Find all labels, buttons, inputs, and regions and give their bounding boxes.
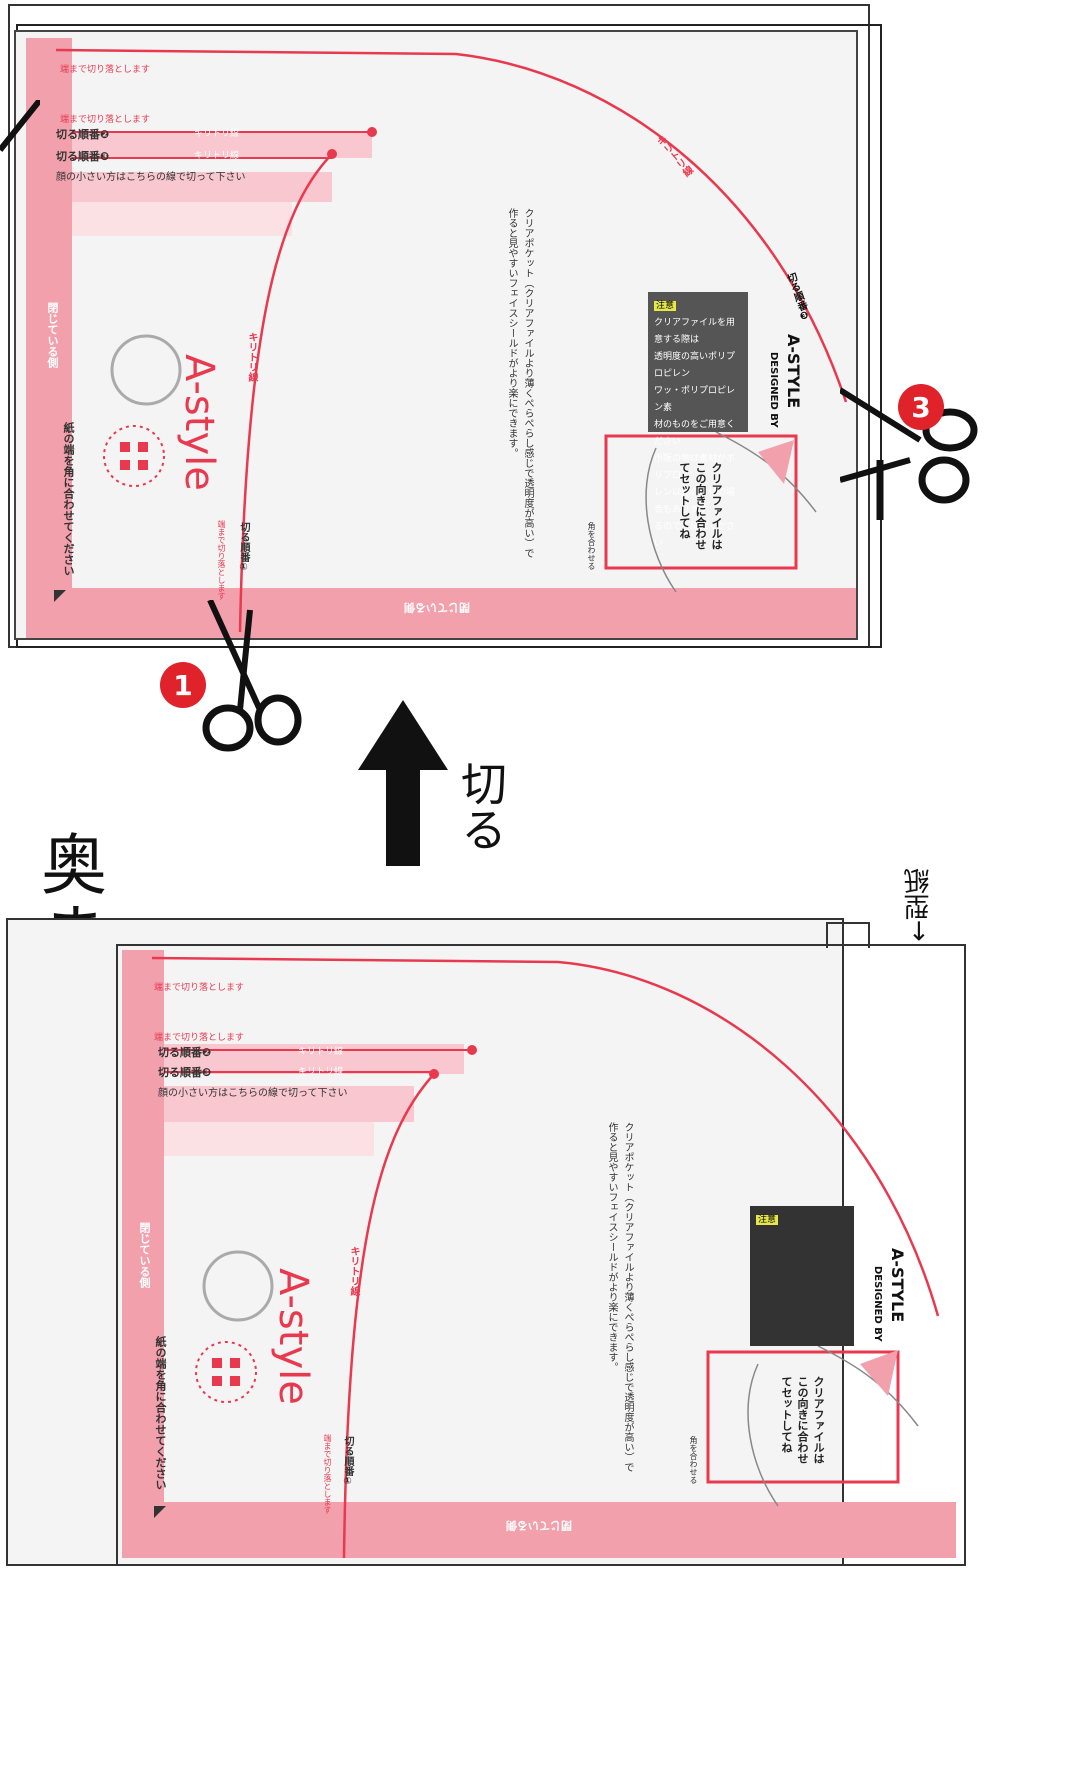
designed-by: DESIGNED BY: [872, 1266, 883, 1342]
scissors-icon: [840, 387, 978, 520]
cut-order-3-label: 切る順番❸: [158, 1066, 212, 1079]
closed-side-label: 閉じている側: [138, 1222, 151, 1288]
caution-text-line: レン以外の素材の場合もあります: [654, 488, 736, 515]
caution-text-line: 市販の物は素材がポリプロピ: [654, 454, 736, 481]
caution-box: 注意 クリアファイルを用意する際は透明度の高いポリプロピレンワッ・ポリプロピレン…: [648, 292, 748, 549]
cut-order-1-label: 切る順番①: [342, 1436, 353, 1487]
scissors-icon: [0, 100, 40, 152]
nose-band-1: [72, 132, 372, 158]
kiritori-label-a: キリトリ線: [298, 1047, 344, 1057]
designed-by: DESIGNED BY: [768, 352, 779, 428]
cut-edge-note: 端まで切り落とします: [60, 65, 151, 75]
caution-text-line: ワッ・ポリプロピレン素: [654, 386, 736, 413]
caution-text-line: るのでご確認ください: [654, 522, 736, 549]
kiritori-label-b: キリトリ線: [298, 1067, 344, 1077]
cut-order-3-label: 切る順番❸: [56, 150, 110, 163]
caution-label: 注意: [654, 301, 677, 311]
brand-logo: A-style: [176, 354, 222, 491]
caution-text-line: 透明度の高いポリプロピレン: [654, 352, 736, 379]
cut-label: 切る: [454, 760, 508, 852]
cut-edge-note: 端まで切り落とします: [154, 983, 245, 993]
nose-band-2: [72, 172, 332, 202]
step-badge-1: 1: [160, 662, 206, 708]
align-corner-short: 角を合わせる: [689, 1436, 698, 1484]
kiritori-label-a: キリトリ線: [194, 129, 240, 139]
step-badge-3: 3: [898, 384, 944, 430]
closed-side-band: [26, 38, 72, 638]
bottom-band: [122, 1502, 956, 1558]
description-line2: 作ると見やすいフェイスシールドがより楽にできます。: [606, 1122, 617, 1372]
template-label: ←型紙: [904, 868, 934, 942]
cut-curves: [151, 956, 940, 1559]
top-template: 端まで切り落とします 端まで切り落とします 切る順番❷ 切る順番❸ キリトリ線 …: [14, 30, 858, 640]
closed-side-band: [122, 950, 164, 1556]
back-sheet: [826, 922, 870, 948]
cut-edge-note-2: 端まで切り落とします: [60, 115, 151, 125]
kiritori-vertical: キリトリ線: [348, 1246, 359, 1296]
caution-box: 注意: [750, 1206, 854, 1346]
closed-side-label: 閉じている側: [46, 302, 59, 368]
cut-edge-vertical: 端まで切り落とします: [323, 1434, 332, 1514]
cut-curves: [54, 48, 848, 633]
bottom-band: [26, 588, 856, 638]
nose-band-2: [164, 1086, 414, 1122]
align-corner-label: 紙の端を角に合わせてください: [62, 422, 75, 576]
description-line1: クリアポケット（クリアファイルより薄くぺらぺらし感じで透明度が高い）で: [622, 1122, 633, 1472]
cut-order-1-label: 切る順番①: [238, 522, 249, 573]
cut-order-2-label: 切る順番❷: [56, 128, 110, 141]
closed-side-bottom-label: 閉じている側: [404, 601, 470, 614]
set-direction-note: クリアファイルは この向きに合わせ てセットしてね: [780, 1376, 825, 1464]
description-line1: クリアポケット（クリアファイルより薄くぺらぺらし感じで透明度が高い）で: [522, 208, 533, 558]
description-line2: 作ると見やすいフェイスシールドがより楽にできます。: [506, 208, 517, 458]
small-face-note: 顔の小さい方はこちらの線で切って下さい: [56, 172, 246, 183]
closed-side-bottom-label: 閉じている側: [506, 1519, 572, 1532]
cut-order-2-label: 切る順番❷: [158, 1046, 212, 1059]
template-sheet: [116, 944, 966, 1566]
designer-name: A-STYLE: [784, 334, 803, 409]
align-corner-label: 紙の端を角に合わせてください: [154, 1336, 167, 1490]
align-corner-short: 角を合わせる: [587, 522, 596, 570]
designer-name: A-STYLE: [888, 1248, 907, 1323]
caution-label: 注意: [756, 1215, 779, 1225]
scissors-icon: [202, 600, 302, 752]
kiritori-label-b: キリトリ線: [194, 151, 240, 161]
nose-band-3: [164, 1122, 374, 1156]
small-face-note: 顔の小さい方はこちらの線で切って下さい: [158, 1088, 348, 1099]
up-arrow-icon: [358, 700, 448, 866]
set-direction-note: クリアファイルは この向きに合わせ てセットしてね: [678, 462, 723, 550]
brand-logo: A-style: [270, 1268, 316, 1405]
cut-edge-vertical: 端まで切り落とします: [217, 520, 226, 600]
cut-edge-note-2: 端まで切り落とします: [154, 1033, 245, 1043]
bottom-template: 端まで切り落とします 端まで切り落とします 切る順番❷ 切る順番❸ キリトリ線 …: [118, 946, 960, 1560]
nose-band-3: [72, 202, 292, 236]
kiritori-vertical: キリトリ線: [246, 332, 257, 382]
caution-text-line: クリアファイルを用意する際は: [654, 318, 736, 345]
caution-text-line: 材のものをご用意ください: [654, 420, 736, 447]
